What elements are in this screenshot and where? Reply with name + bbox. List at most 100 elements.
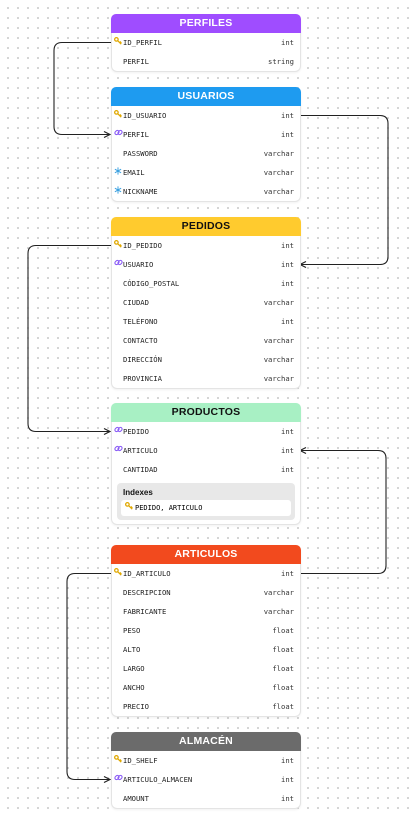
field-name: NICKNAME bbox=[123, 187, 158, 196]
field-row-ciudad[interactable]: CIUDAD varchar bbox=[112, 293, 300, 312]
field-row-perfil[interactable]: PERFIL string bbox=[112, 52, 300, 71]
field-type: int bbox=[281, 756, 294, 765]
indexes-panel: Indexes PEDIDO, ARTICULO bbox=[117, 483, 295, 520]
field-row-provincia[interactable]: PROVINCIA varchar bbox=[112, 369, 300, 388]
field-name: ARTICULO_ALMACEN bbox=[123, 775, 193, 784]
field-name: AMOUNT bbox=[123, 794, 149, 803]
field-type: int bbox=[281, 446, 294, 455]
field-name: ID_SHELF bbox=[123, 756, 158, 765]
field-type: int bbox=[281, 569, 294, 578]
field-name: ARTICULO bbox=[123, 446, 158, 455]
field-type: int bbox=[281, 279, 294, 288]
key-icon bbox=[124, 500, 134, 516]
table-header: ALMACÉN bbox=[111, 732, 301, 751]
field-name: FABRICANTE bbox=[123, 607, 167, 616]
field-type: varchar bbox=[263, 355, 294, 364]
field-row-nickname[interactable]: NICKNAME varchar bbox=[112, 182, 300, 201]
field-row-id_perfil[interactable]: ID_PERFIL int bbox=[112, 33, 300, 52]
field-type: float bbox=[272, 645, 294, 654]
field-type: string bbox=[268, 57, 294, 66]
field-row-pedido[interactable]: PEDIDO int bbox=[112, 422, 300, 441]
field-type: varchar bbox=[263, 149, 294, 158]
field-type: int bbox=[281, 775, 294, 784]
field-name: ID_PERFIL bbox=[123, 38, 162, 47]
link-icon bbox=[113, 255, 123, 274]
field-type: int bbox=[281, 130, 294, 139]
field-row-largo[interactable]: LARGO float bbox=[112, 659, 300, 678]
table-header: USUARIOS bbox=[111, 87, 301, 106]
key-icon bbox=[113, 564, 123, 583]
field-name: DIRECCIÓN bbox=[123, 355, 162, 364]
field-row-teléfono[interactable]: TELÉFONO int bbox=[112, 312, 300, 331]
field-name: ALTO bbox=[123, 645, 141, 654]
relation-arrow-perfiles-to-usuarios bbox=[53, 41, 111, 135]
field-row-descripcion[interactable]: DESCRIPCION varchar bbox=[112, 583, 300, 602]
field-name: LARGO bbox=[123, 664, 145, 673]
field-name: PEDIDO bbox=[123, 427, 149, 436]
field-row-perfil[interactable]: PERFIL int bbox=[112, 125, 300, 144]
field-type: int bbox=[281, 38, 294, 47]
link-icon bbox=[113, 125, 123, 144]
key-icon bbox=[113, 106, 123, 125]
field-row-articulo_almacen[interactable]: ARTICULO_ALMACEN int bbox=[112, 770, 300, 789]
field-name: CANTIDAD bbox=[123, 465, 158, 474]
field-type: int bbox=[281, 427, 294, 436]
field-name: PRECIO bbox=[123, 702, 149, 711]
field-row-id_shelf[interactable]: ID_SHELF int bbox=[112, 751, 300, 770]
table-header: PERFILES bbox=[111, 14, 301, 33]
field-name: DESCRIPCION bbox=[123, 588, 171, 597]
relation-arrow-pedidos-to-productos bbox=[27, 244, 111, 432]
snowflake-icon bbox=[113, 163, 123, 182]
link-icon bbox=[113, 770, 123, 789]
relation-arrow-articulos-to-productos bbox=[299, 451, 387, 575]
field-row-dirección[interactable]: DIRECCIÓN varchar bbox=[112, 350, 300, 369]
field-name: TELÉFONO bbox=[123, 317, 158, 326]
field-name: PROVINCIA bbox=[123, 374, 162, 383]
relation-arrow-usuarios-to-pedidos bbox=[299, 114, 389, 265]
table-header: PRODUCTOS bbox=[111, 403, 301, 422]
field-type: varchar bbox=[263, 298, 294, 307]
key-icon bbox=[113, 33, 123, 52]
field-type: varchar bbox=[263, 588, 294, 597]
link-icon bbox=[113, 441, 123, 460]
field-row-articulo[interactable]: ARTICULO int bbox=[112, 441, 300, 460]
field-type: float bbox=[272, 626, 294, 635]
link-icon bbox=[113, 422, 123, 441]
field-row-alto[interactable]: ALTO float bbox=[112, 640, 300, 659]
field-type: varchar bbox=[263, 168, 294, 177]
table-header: ARTICULOS bbox=[111, 545, 301, 564]
field-name: ANCHO bbox=[123, 683, 145, 692]
field-type: varchar bbox=[263, 374, 294, 383]
field-type: float bbox=[272, 664, 294, 673]
field-name: CIUDAD bbox=[123, 298, 149, 307]
field-name: ID_USUARIO bbox=[123, 111, 167, 120]
field-type: varchar bbox=[263, 187, 294, 196]
index-row[interactable]: PEDIDO, ARTICULO bbox=[121, 500, 291, 516]
key-icon bbox=[113, 236, 123, 255]
field-name: PERFIL bbox=[123, 130, 149, 139]
field-type: int bbox=[281, 317, 294, 326]
field-type: int bbox=[281, 260, 294, 269]
field-name: PERFIL bbox=[123, 57, 149, 66]
indexes-title: Indexes bbox=[123, 488, 153, 497]
